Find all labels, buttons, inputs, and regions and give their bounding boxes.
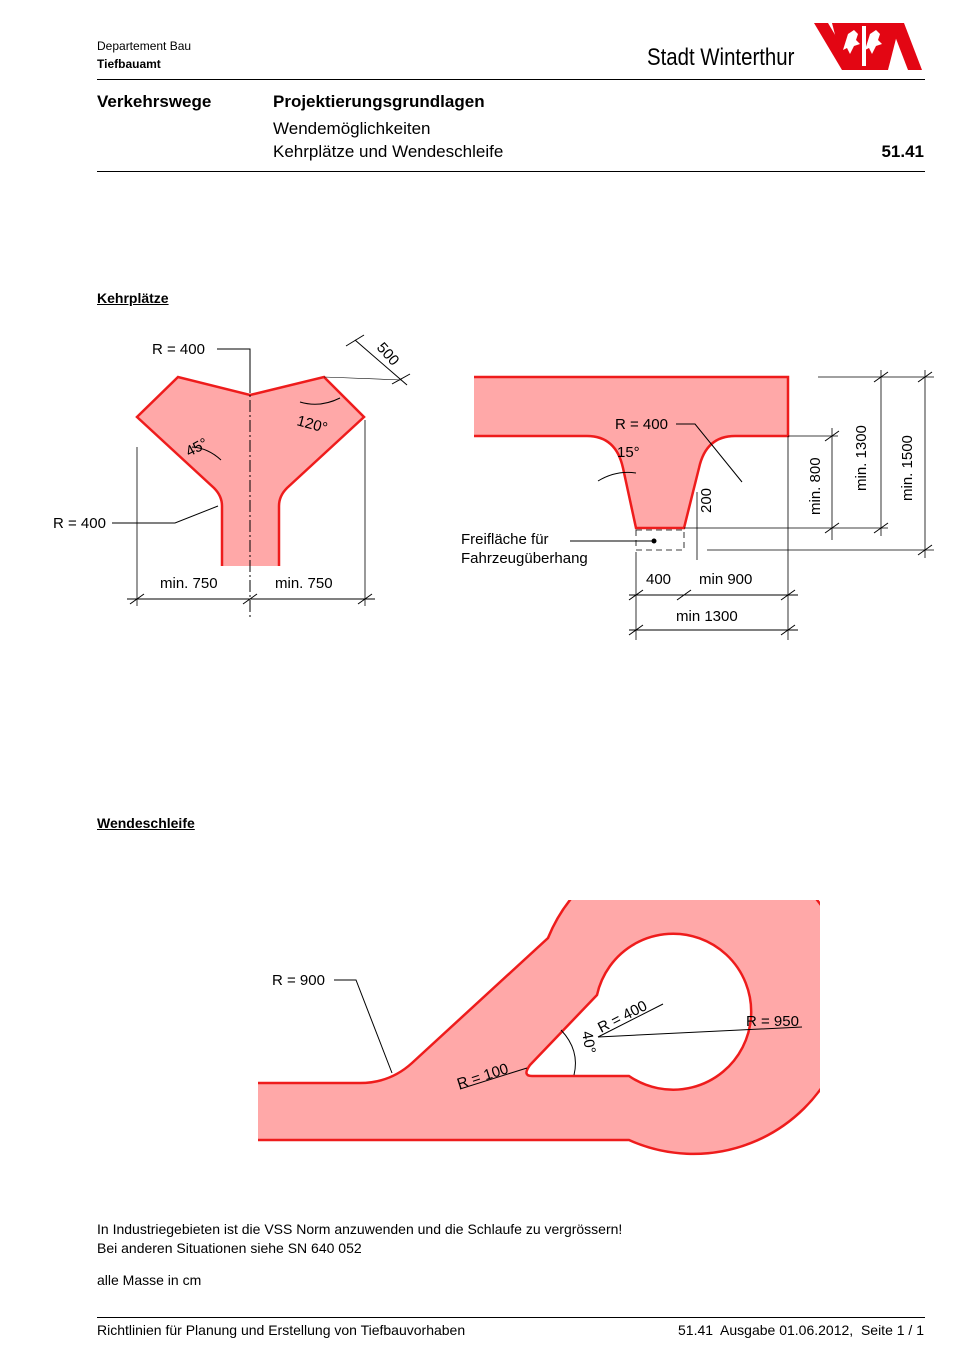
category-label: Verkehrswege (97, 92, 212, 111)
label-min1300-vertical: min. 1300 (853, 425, 870, 491)
label-r400-top: R = 400 (152, 341, 205, 358)
label-15-degrees: 15° (617, 444, 640, 461)
label-freiflaeche-1: Freifläche für (461, 531, 549, 548)
label-500: 500 (373, 339, 402, 369)
label-400-bottom: 400 (646, 571, 671, 588)
label-r900: R = 900 (272, 972, 325, 989)
winterthur-logo (814, 23, 922, 70)
label-min750-right: min. 750 (275, 575, 333, 592)
label-min1500: min. 1500 (899, 435, 916, 501)
section-title-kehrplaetze: Kehrplätze (97, 290, 169, 306)
label-min1300-horizontal: min 1300 (676, 608, 738, 625)
header-rule (97, 79, 925, 80)
label-40-degrees: 40° (578, 1030, 599, 1055)
label-min900: min 900 (699, 571, 752, 588)
y-turning-place-diagram: R = 400 500 120° 45° R = 400 min. 750 mi… (53, 334, 411, 620)
label-freiflaeche-2: Fahrzeugüberhang (461, 550, 588, 567)
label-r950: R = 950 (746, 1013, 799, 1030)
label-r400-left: R = 400 (53, 515, 106, 532)
label-min750-left: min. 750 (160, 575, 218, 592)
turning-loop-diagram: R = 900 R = 400 R = 950 R = 100 40° (258, 900, 820, 1156)
footer-right-text: 51.41 Ausgabe 01.06.2012, Seite 1 / 1 (678, 1322, 924, 1338)
label-min800: min. 800 (807, 457, 824, 515)
city-name: Stadt Winterthur (647, 44, 795, 71)
document-number: 51.41 (881, 142, 924, 161)
department-label: Departement Bau (97, 39, 192, 53)
label-r400: R = 400 (595, 997, 650, 1036)
document-title: Projektierungsgrundlagen (273, 92, 485, 111)
footer-left-text: Richtlinien für Planung und Erstellung v… (97, 1322, 466, 1338)
t-shape-area (474, 377, 788, 528)
loop-area (258, 900, 820, 1154)
note-units: alle Masse in cm (97, 1272, 202, 1288)
section-title-wendeschleife: Wendeschleife (97, 815, 195, 831)
footer-rule (97, 1317, 925, 1318)
note-industrial: In Industriegebieten ist die VSS Norm an… (97, 1221, 623, 1237)
label-r400: R = 400 (615, 416, 668, 433)
label-200: 200 (698, 488, 715, 513)
t-turning-place-diagram: Freifläche für Fahrzeugüberhang R = 400 … (461, 370, 934, 640)
subtitle-2: Kehrplätze und Wendeschleife (273, 142, 504, 161)
subtitle-1: Wendemöglichkeiten (273, 119, 431, 138)
title-rule (97, 171, 925, 172)
office-label: Tiefbauamt (97, 57, 161, 71)
note-other-situations: Bei anderen Situationen siehe SN 640 052 (97, 1240, 362, 1256)
